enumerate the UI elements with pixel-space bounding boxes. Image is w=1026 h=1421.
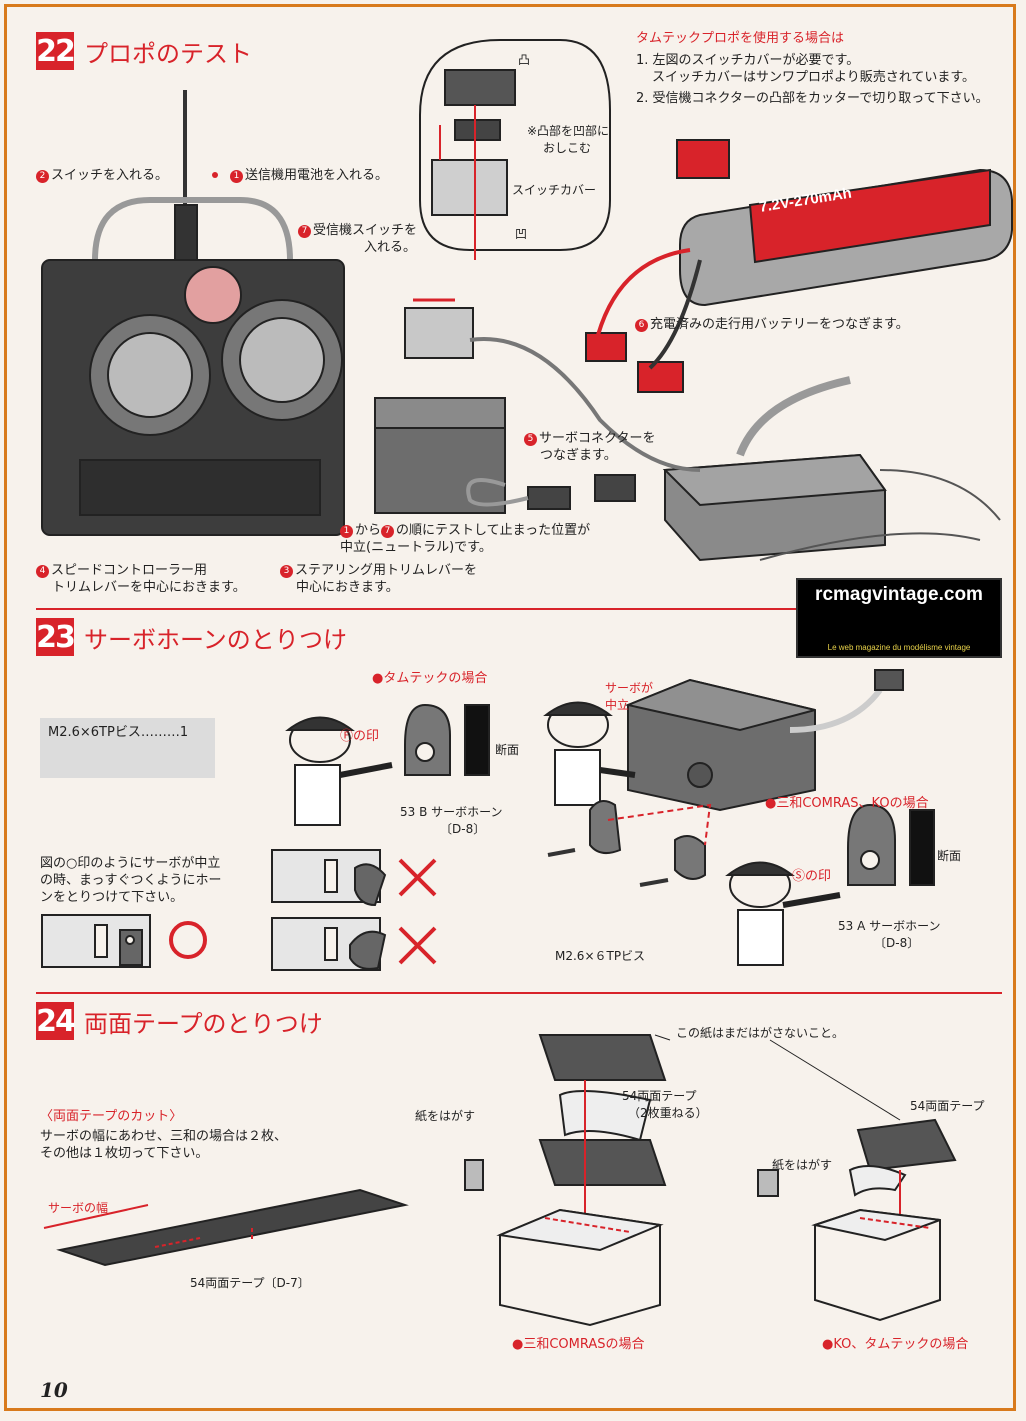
tamtec-heading: タムテックプロポを使用する場合は	[636, 31, 845, 46]
switch-cover-label: スイッチカバー	[512, 183, 597, 197]
cross-section-label: 断面	[495, 743, 520, 757]
section-number: 24	[36, 1002, 76, 1040]
sanwa-case-label: ●三和COMRAS、KOの場合	[765, 796, 929, 811]
servo-width-label: サーボの幅	[48, 1201, 109, 1215]
section-title: 両面テープのとりつけ	[84, 1009, 323, 1038]
screw-spec-label: M2.6×６TPビス	[555, 949, 646, 963]
section-23-header: 23 サーボホーンのとりつけ	[36, 618, 347, 656]
section-title: プロポのテスト	[84, 39, 252, 68]
concave-label: 凹	[515, 227, 528, 241]
s-mark-label: Ⓢの印	[792, 869, 832, 884]
receiver-illustration	[662, 376, 1001, 562]
section-title: サーボホーンのとりつけ	[84, 625, 348, 654]
do-not-peel-label: この紙はまだはがさないこと。	[676, 1026, 845, 1040]
servo-illustration	[374, 397, 506, 514]
parts-box: M2.6×6TPビス………1	[40, 718, 215, 778]
tape-cut-text: サーボの幅にあわせ、三和の場合は２枚、その他は１枚切って下さい。	[40, 1129, 288, 1161]
receiver-switch-illustration	[404, 298, 474, 359]
tape-d7-label: 54両面テープ〔D-7〕	[190, 1276, 310, 1290]
tape-strip-illustration	[43, 1188, 409, 1267]
peel-paper-label-2: 紙をはがす	[772, 1158, 833, 1172]
page-number: 10	[40, 1378, 68, 1402]
f-mark-label: Ⓕの印	[340, 729, 380, 744]
horn-s-illustration	[847, 803, 935, 886]
section-22-header: 22 プロポのテスト	[36, 32, 252, 70]
rcmagvintage-logo: rcmagvintage.com Le web magazine du modé…	[796, 578, 1002, 658]
tape-two-label: 54両面テープ（2枚重ねる）	[622, 1089, 708, 1120]
tape-stack-illustration	[538, 1034, 667, 1260]
transmitter-illustration	[41, 90, 345, 536]
horn-f-illustration	[404, 703, 490, 776]
mount-instructions: 図の○印のようにサーボが中立の時、まっすぐつくようにホーンをとりつけて下さい。	[40, 856, 222, 905]
servo-23-illustration	[624, 669, 904, 812]
peel-paper-label: 紙をはがす	[415, 1109, 476, 1123]
leader-lines	[654, 1034, 901, 1121]
switch-cover-illustration	[419, 39, 611, 260]
horn-a-label: 53 A サーボホーン〔D-8〕	[838, 919, 941, 950]
section-24-header: 24 両面テープのとりつけ	[36, 1002, 323, 1040]
tamtec-case-label: ●タムテックの場合	[372, 671, 488, 686]
tamtec-note-1: 1. 左図のスイッチカバーが必要です。スイッチカバーはサンワプロポより販売されて…	[636, 53, 976, 85]
section-rule	[36, 992, 1002, 994]
wrong-orientation-diagram-1	[271, 849, 437, 907]
tape-right-label: 54両面テープ	[910, 1099, 985, 1113]
connector-illustration	[466, 332, 701, 510]
ko-tamtec-label: ●KO、タムテックの場合	[822, 1337, 969, 1352]
convex-label: 凸	[518, 53, 531, 67]
parts-box-label: M2.6×6TPビス………1	[48, 725, 189, 740]
section-number: 23	[36, 618, 76, 656]
servo-ko-illustration	[757, 1169, 941, 1322]
kyosho-kid-middle	[543, 701, 636, 806]
tape-right-illustration	[848, 1118, 957, 1225]
tape-cut-heading: 〈両面テープのカット〉	[40, 1109, 183, 1124]
sanwa-comras-label: ●三和COMRASの場合	[512, 1337, 645, 1352]
page-frame	[4, 4, 1016, 1411]
press-note: ※凸部を凹部におしこむ	[527, 124, 610, 155]
cross-section-label-2: 断面	[937, 849, 962, 863]
section-number: 22	[36, 32, 76, 70]
servo-sanwa-illustration	[464, 1159, 664, 1327]
horn-b-label: 53 B サーボホーン〔D-8〕	[400, 805, 503, 836]
kyosho-kid-right	[725, 861, 841, 966]
wrong-orientation-diagram-2	[271, 917, 437, 971]
horn-parts-illustration	[547, 800, 712, 887]
correct-orientation-diagram	[41, 914, 207, 968]
section-rule	[36, 608, 796, 610]
tamtec-note-2: 2. 受信機コネクターの凸部をカッターで切り取って下さい。	[636, 91, 989, 106]
battery-illustration	[596, 139, 1013, 370]
servo-neutral-label: サーボが中立	[605, 681, 654, 712]
kyosho-kid-left	[285, 716, 393, 826]
